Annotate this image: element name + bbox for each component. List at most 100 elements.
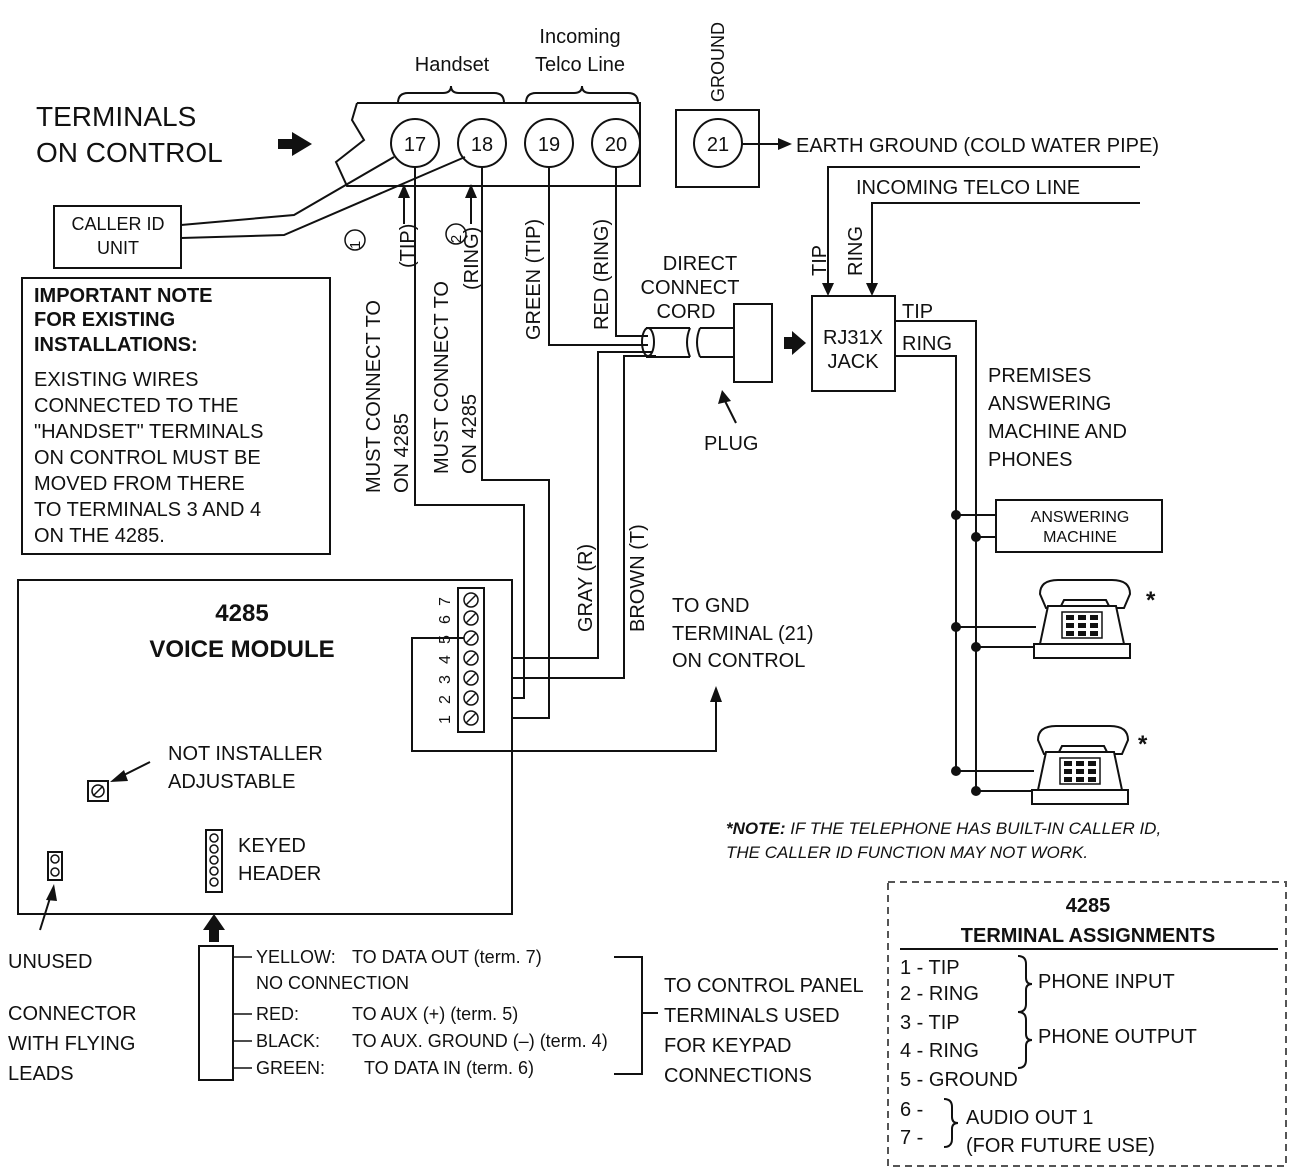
important-head-1: IMPORTANT NOTE <box>34 285 213 307</box>
to-control-panel-line2: TERMINALS USED <box>664 1005 840 1027</box>
rj-right-ring-label: RING <box>902 333 952 355</box>
plug-pointer-line <box>724 400 737 424</box>
important-note-box <box>21 277 331 555</box>
ground-wire <box>411 637 717 752</box>
rj-left-tip-label: TIP <box>809 245 831 276</box>
terminal-assignments-box <box>887 881 1287 1167</box>
premises-line3: MACHINE AND <box>988 421 1127 443</box>
plug-body <box>733 303 773 383</box>
unused-pointer-line <box>39 897 51 931</box>
terminal-18-label: 18 <box>471 134 493 156</box>
lead-black-dest: TO AUX. GROUND (–) (term. 4) <box>352 1031 608 1051</box>
assign-row-4: 4 - RING <box>900 1040 979 1062</box>
green-tip-wire <box>548 167 648 346</box>
telephone-icon <box>951 725 1130 805</box>
module-title-1: 4285 <box>215 600 268 627</box>
up-arrow-icon <box>203 914 225 942</box>
red-ring-label: RED (RING) <box>591 219 613 330</box>
handset-brace <box>397 85 505 104</box>
premises-line2: ANSWERING <box>988 393 1111 415</box>
incoming-label-line2: Telco Line <box>535 54 625 76</box>
phone-output-brace <box>1017 1011 1033 1069</box>
strip-num-7: 7 <box>437 597 454 606</box>
strip-num-3: 3 <box>437 675 454 684</box>
caller-id-note-line1: *NOTE: IF THE TELEPHONE HAS BUILT-IN CAL… <box>726 819 1161 838</box>
assign-row-2: 2 - RING <box>900 983 979 1005</box>
wire-18-to-term1 <box>481 167 550 719</box>
keyed-header-pins <box>205 829 223 893</box>
caller-id-wire-tip <box>180 156 395 226</box>
direct-connect-line2: CONNECT <box>641 277 740 299</box>
important-head-2: FOR EXISTING <box>34 309 175 331</box>
marker-2-ring <box>445 223 467 245</box>
ground-label: GROUND <box>708 22 728 102</box>
ring-label: (RING) <box>461 227 483 290</box>
note-star: * <box>726 819 734 838</box>
earth-ground-arrow-icon <box>778 138 792 150</box>
terminals-title-line1: TERMINALS <box>36 101 196 132</box>
incoming-telco-label: INCOMING TELCO LINE <box>856 177 1080 199</box>
lead-yellow-color: YELLOW: <box>256 947 336 967</box>
premises-tip-wire <box>895 320 977 791</box>
to-control-panel-line3: FOR KEYPAD <box>664 1035 791 1057</box>
must-connect-1-line1: MUST CONNECT TO <box>363 300 385 493</box>
to-gnd-line3: ON CONTROL <box>672 650 805 672</box>
flying-leads-connector <box>198 945 234 1081</box>
not-adjustable-line2: ADJUSTABLE <box>168 771 295 793</box>
telco-tip-wire <box>827 166 1140 286</box>
tip-label: (TIP) <box>397 224 419 268</box>
strip-num-2: 2 <box>437 695 454 704</box>
to-gnd-line1: TO GND <box>672 595 749 617</box>
assign-row-6: 6 - <box>900 1099 923 1121</box>
must-connect-2-line1: MUST CONNECT TO <box>431 281 453 474</box>
assign-row-7: 7 - <box>900 1127 923 1149</box>
terminal-21-label: 21 <box>707 134 729 156</box>
telco-ring-wire <box>871 202 1140 286</box>
earth-ground-label: EARTH GROUND (COLD WATER PIPE) <box>796 135 1159 157</box>
important-body-1: EXISTING WIRES <box>34 369 198 391</box>
to-control-panel-line1: TO CONTROL PANEL <box>664 975 864 997</box>
strip-num-6: 6 <box>437 615 454 624</box>
connector-line3: LEADS <box>8 1063 74 1085</box>
rj31x-jack <box>811 295 896 392</box>
module-title-2: VOICE MODULE <box>149 636 334 663</box>
direct-connect-cord <box>641 327 734 358</box>
strip-num-1: 1 <box>437 715 454 724</box>
module-screw-terminals <box>463 592 479 726</box>
terminal-17-label: 17 <box>404 134 426 156</box>
right-arrow-icon <box>278 132 312 156</box>
control-terminal-strip <box>334 102 641 187</box>
gray-label: GRAY (R) <box>575 544 597 632</box>
terminal-20-label: 20 <box>605 134 627 156</box>
connector-line2: WITH FLYING <box>8 1033 135 1055</box>
must-connect-2-line2: ON 4285 <box>459 394 481 474</box>
voice-module-box <box>17 579 513 915</box>
audio-out-line1: AUDIO OUT 1 <box>966 1107 1093 1129</box>
ring-arrow-icon <box>465 184 477 198</box>
rj-left-ring-label: RING <box>845 226 867 276</box>
premises-line1: PREMISES <box>988 365 1091 387</box>
tip-arrow-icon <box>398 184 410 198</box>
premises-ring-wire <box>895 355 957 771</box>
incoming-label-line1: Incoming <box>539 26 620 48</box>
red-ring-wire <box>615 167 648 337</box>
marker-1: 1 <box>347 241 364 249</box>
rj31x-line1: RJ31X <box>823 327 883 349</box>
lead-red-dest: TO AUX (+) (term. 5) <box>352 1004 518 1024</box>
handset-label: Handset <box>415 54 490 76</box>
brown-wire <box>481 355 656 679</box>
must-connect-1-line2: ON 4285 <box>391 413 413 493</box>
telco-ring-arrow-icon <box>866 283 878 296</box>
keyed-header-line2: HEADER <box>238 863 321 885</box>
answering-machine-box <box>995 499 1163 553</box>
assignments-title-2: TERMINAL ASSIGNMENTS <box>961 925 1215 947</box>
important-body-2: CONNECTED TO THE <box>34 395 238 417</box>
audio-out-line2: (FOR FUTURE USE) <box>966 1135 1155 1157</box>
to-control-panel-line4: CONNECTIONS <box>664 1065 812 1087</box>
gray-wire <box>481 351 652 659</box>
adjust-pointer-arrow-icon <box>110 770 128 782</box>
lead-yellow-dest: TO DATA OUT (term. 7) <box>352 947 542 967</box>
phone-output-label: PHONE OUTPUT <box>1038 1026 1197 1048</box>
phone-input-brace <box>1017 955 1033 1013</box>
